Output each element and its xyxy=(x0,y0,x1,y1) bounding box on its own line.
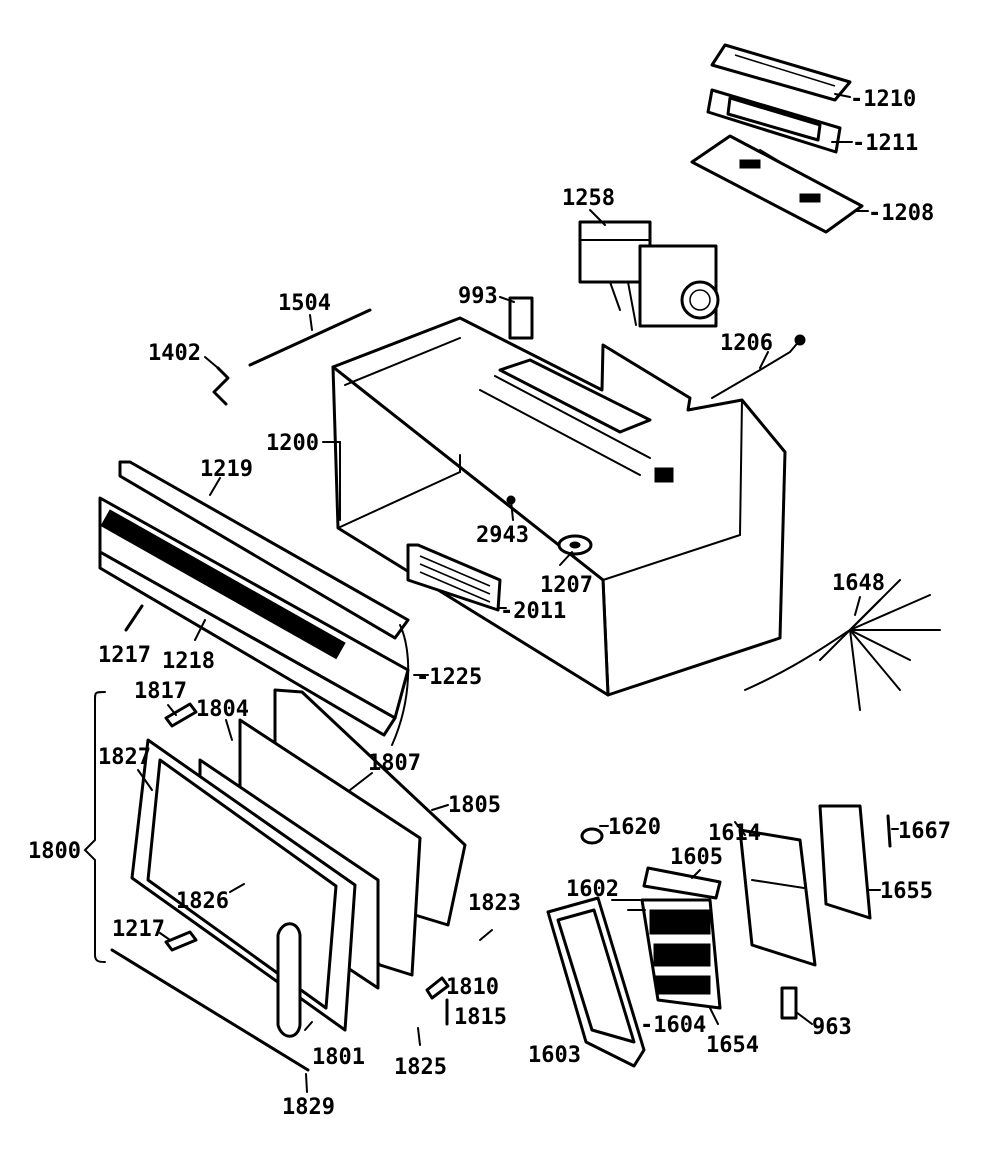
label-1218: 1218 xyxy=(162,649,215,674)
label-1225: -1225 xyxy=(416,665,482,690)
leader-1206 xyxy=(759,351,769,369)
label-1217-top: 1217 xyxy=(98,643,151,668)
bracket-part xyxy=(508,296,534,340)
label-1211: -1211 xyxy=(852,131,918,156)
pin-part-1667 xyxy=(886,814,892,848)
label-1258: 1258 xyxy=(562,186,615,211)
leader-1210 xyxy=(834,93,851,98)
vent-panel-part xyxy=(406,543,502,612)
screw-part-1823 xyxy=(479,929,493,941)
label-1829: 1829 xyxy=(282,1095,335,1120)
label-1807: 1807 xyxy=(368,751,421,776)
leader-1648 xyxy=(854,596,861,616)
screw-part xyxy=(506,495,516,521)
label-1207: 1207 xyxy=(540,573,593,598)
leader-1402 xyxy=(204,356,219,369)
leader-1805 xyxy=(431,804,449,811)
leader-1826 xyxy=(229,883,245,893)
board-part-1655 xyxy=(818,804,872,920)
leader-1614 xyxy=(734,821,746,836)
leader-1504 xyxy=(309,314,313,331)
knob-part-1620 xyxy=(580,827,604,845)
leader-963 xyxy=(795,1011,813,1025)
label-1827: 1827 xyxy=(98,745,151,770)
leader-1207 xyxy=(559,551,573,566)
front-grille-part xyxy=(98,460,410,737)
label-1667: 1667 xyxy=(898,819,951,844)
wire-harness-part xyxy=(744,579,941,711)
rod-part xyxy=(248,308,372,367)
label-1614: 1614 xyxy=(708,821,761,846)
label-2011: -2011 xyxy=(500,599,566,624)
switch-part-963 xyxy=(780,986,798,1020)
leader-1827 xyxy=(137,769,153,791)
label-1206: 1206 xyxy=(720,331,773,356)
label-1602: 1602 xyxy=(566,877,619,902)
label-1826: 1826 xyxy=(176,889,229,914)
door-bar-part xyxy=(110,948,310,1072)
cord-part xyxy=(711,334,806,399)
label-1200: 1200 xyxy=(266,431,319,456)
label-1603: 1603 xyxy=(528,1043,581,1068)
control-board-part-1614 xyxy=(738,828,817,967)
screw-part-1217 xyxy=(124,604,144,632)
small-part-1810 xyxy=(425,976,450,1000)
leader-1804 xyxy=(225,719,233,741)
door-handle-part xyxy=(276,922,302,1038)
label-1402: 1402 xyxy=(148,341,201,366)
label-1805: 1805 xyxy=(448,793,501,818)
leader-1801 xyxy=(304,1021,313,1031)
label-2943: 2943 xyxy=(476,523,529,548)
label-1654: 1654 xyxy=(706,1033,759,1058)
label-1620: 1620 xyxy=(608,815,661,840)
label-1815: 1815 xyxy=(454,1005,507,1030)
leader-1218 xyxy=(194,619,206,641)
label-1605: 1605 xyxy=(670,845,723,870)
leader-993 xyxy=(499,296,515,303)
mounting-plate-part xyxy=(690,134,864,234)
label-1604: -1604 xyxy=(640,1013,706,1038)
label-1655: 1655 xyxy=(880,879,933,904)
screw-part-1825 xyxy=(417,1027,421,1046)
label-1648: 1648 xyxy=(832,571,885,596)
leader-1217b xyxy=(159,932,171,941)
vent-filter-part xyxy=(710,43,852,102)
label-1217-bottom: 1217 xyxy=(112,917,165,942)
overlay-part-1605 xyxy=(642,866,722,900)
blower-motor-part xyxy=(578,220,720,328)
label-1801: 1801 xyxy=(312,1045,365,1070)
vent-frame-part xyxy=(706,88,842,154)
leader-1829 xyxy=(305,1073,308,1093)
label-1800: 1800 xyxy=(28,839,81,864)
touch-panel-part-1654 xyxy=(640,898,722,1010)
panel-frame-part-1602 xyxy=(546,896,646,1068)
label-993: 993 xyxy=(458,284,498,309)
leader-1807 xyxy=(349,772,373,791)
leader-1817 xyxy=(167,704,177,716)
label-1823: 1823 xyxy=(468,891,521,916)
label-1817: 1817 xyxy=(134,679,187,704)
label-1504: 1504 xyxy=(278,291,331,316)
clip-part xyxy=(212,366,230,406)
label-1825: 1825 xyxy=(394,1055,447,1080)
leader-1654 xyxy=(709,1007,719,1025)
cabinet-part xyxy=(331,316,787,697)
brace-1800 xyxy=(83,691,106,963)
latch-part-1217 xyxy=(164,930,198,952)
label-1804: 1804 xyxy=(196,697,249,722)
label-1210: -1210 xyxy=(850,87,916,112)
leader-1219 xyxy=(209,477,221,496)
label-1810: 1810 xyxy=(446,975,499,1000)
label-963: 963 xyxy=(812,1015,852,1040)
grommet-part xyxy=(557,534,593,556)
leader-1225 xyxy=(391,624,410,746)
leader-1605 xyxy=(691,869,701,879)
latch-part-1817 xyxy=(164,702,198,728)
leader-1258 xyxy=(589,209,606,226)
label-1219: 1219 xyxy=(200,457,253,482)
label-1208: -1208 xyxy=(868,201,934,226)
